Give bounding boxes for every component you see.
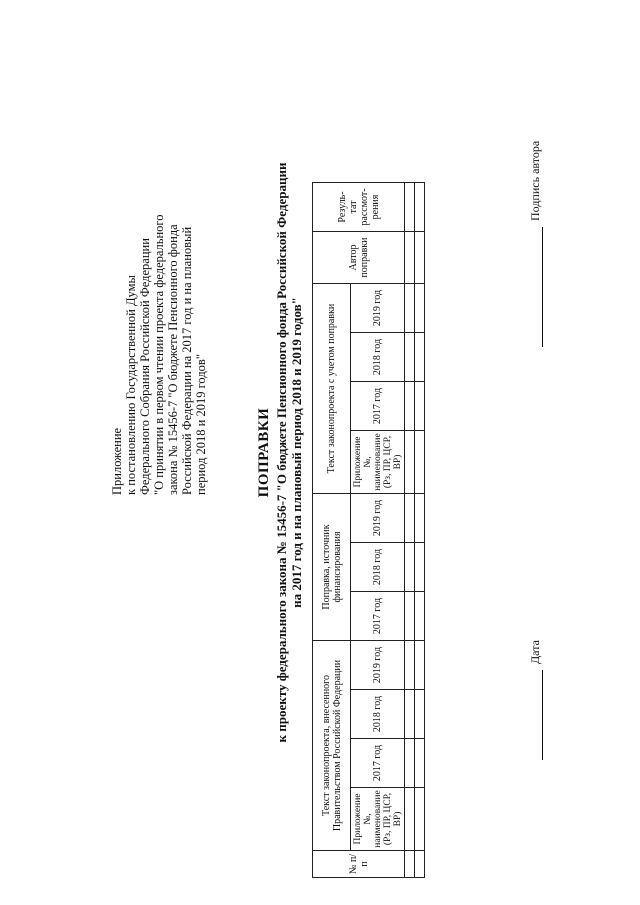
- subtitle-line-2: на 2017 год и на плановый период 2018 и …: [289, 297, 304, 608]
- header-author: Автор поправки: [312, 231, 405, 284]
- header-row-1: № п/п Текст законопроекта, внесенного Пр…: [312, 182, 405, 878]
- document-title: ПОПРАВКИ: [256, 407, 272, 498]
- table-row: [414, 182, 425, 878]
- date-signature: Дата: [528, 640, 543, 760]
- header-year-2017-a: 2017 год: [350, 738, 405, 788]
- header-year-2017-b: 2017 год: [350, 591, 405, 641]
- appendix-line: закона № 15456-7 "О бюджете Пенсионного …: [166, 224, 180, 495]
- header-appendix-2: Приложение №, наименование (Рз, ПР, ЦСР,…: [350, 430, 405, 494]
- header-year-2019-a: 2019 год: [350, 640, 405, 690]
- appendix-line: период 2018 и 2019 годов": [194, 354, 208, 495]
- subtitle-line-1: к проекту федерального закона № 15456-7 …: [274, 162, 289, 743]
- signature-label: Подпись автора: [528, 140, 542, 221]
- header-year-2017-c: 2017 год: [350, 381, 405, 431]
- header-year-2018-b: 2018 год: [350, 542, 405, 592]
- appendix-line: к постановлению Государственной Думы: [124, 275, 138, 495]
- header-number: № п/п: [312, 850, 405, 878]
- document-subtitle: к проекту федерального закона № 15456-7 …: [274, 0, 304, 905]
- header-year-2018-a: 2018 год: [350, 689, 405, 739]
- appendix-line: Российской Федерации на 2017 год и на пл…: [180, 226, 194, 495]
- author-signature: Подпись автора: [528, 141, 543, 347]
- header-year-2018-c: 2018 год: [350, 332, 405, 382]
- appendix-block: Приложение к постановлению Государственн…: [110, 25, 208, 496]
- appendix-line: "О принятии в первом чтении проекта феде…: [152, 214, 166, 496]
- header-year-2019-b: 2019 год: [350, 493, 405, 543]
- appendix-line: Федерального Собрания Российской Федерац…: [138, 238, 152, 495]
- amendments-table: № п/п Текст законопроекта, внесенного Пр…: [312, 182, 425, 878]
- date-line: [542, 670, 543, 760]
- header-appendix-1: Приложение №, наименование (Рз, ПР, ЦСР,…: [350, 787, 405, 851]
- header-amendment: Поправка, источник финансирования: [312, 493, 351, 641]
- appendix-line: Приложение: [110, 427, 124, 495]
- header-gov-text: Текст законопроекта, внесенного Правител…: [312, 640, 351, 851]
- header-year-2019-c: 2019 год: [350, 283, 405, 333]
- header-text-with-amendment: Текст законопроекта с учетом поправки: [312, 283, 351, 494]
- table-row: [404, 182, 415, 878]
- header-result: Резуль-тат рассмот-рения: [312, 182, 405, 232]
- header-row-2: Приложение №, наименование (Рз, ПР, ЦСР,…: [350, 183, 405, 878]
- signature-line: [542, 227, 543, 347]
- date-label: Дата: [528, 640, 542, 664]
